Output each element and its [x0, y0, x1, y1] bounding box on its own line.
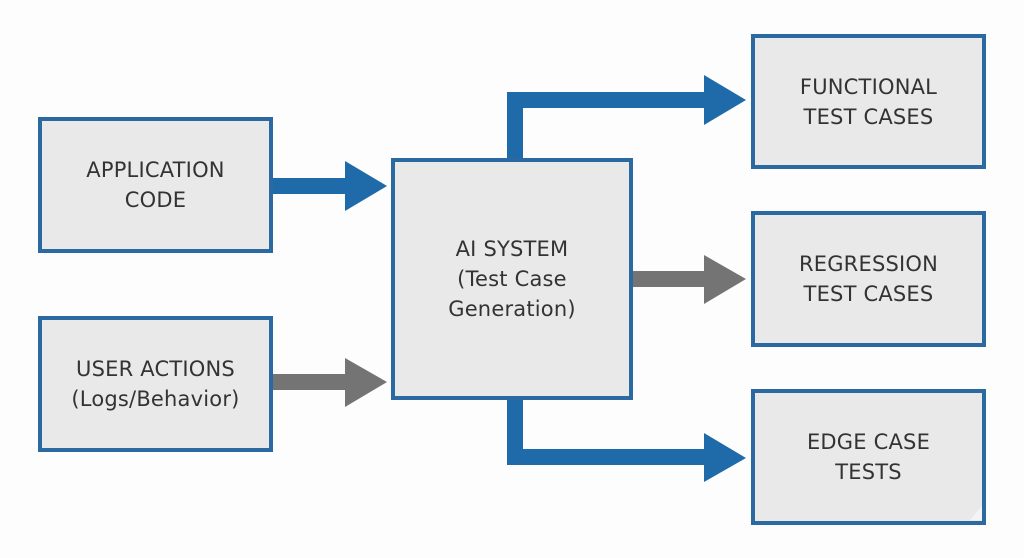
node-label-line: (Test Case — [457, 267, 567, 291]
node-label-line: (Logs/Behavior) — [71, 387, 240, 411]
node-functional-test-cases: FUNCTIONAL TEST CASES — [751, 34, 986, 169]
node-regression-test-cases: REGRESSION TEST CASES — [751, 211, 986, 347]
arrow-ai-system-to-edge-case — [507, 399, 746, 482]
node-label-line: CODE — [124, 188, 187, 212]
node-label-line: AI SYSTEM — [455, 237, 569, 261]
node-application-code: APPLICATION CODE — [38, 117, 273, 253]
node-ai-system: AI SYSTEM (Test Case Generation) — [391, 158, 633, 400]
arrow-head — [704, 75, 746, 125]
arrow-head — [704, 255, 746, 304]
node-label-line: APPLICATION — [86, 158, 225, 182]
node-label-line: EDGE CASE — [806, 430, 931, 454]
node-label-line: USER ACTIONS — [76, 357, 235, 381]
node-label-line: TEST CASES — [803, 282, 934, 306]
node-edge-case-tests: EDGE CASE TESTS — [751, 389, 986, 525]
arrow-shaft — [633, 271, 707, 287]
arrow-application-code-to-ai-system — [273, 161, 387, 211]
node-label-line: FUNCTIONAL — [799, 74, 938, 99]
arrow-user-actions-to-ai-system — [273, 358, 387, 407]
arrow-head — [345, 358, 387, 407]
arrow-shaft — [273, 178, 348, 194]
node-label-line: TESTS — [835, 460, 902, 484]
node-user-actions: USER ACTIONS (Logs/Behavior) — [38, 316, 273, 452]
node-label-line: REGRESSION — [798, 252, 939, 276]
arrow-head — [704, 433, 746, 482]
arrow-ai-system-to-functional — [507, 75, 746, 159]
watermark-corner-icon — [970, 506, 982, 520]
arrow-shaft-horizontal — [507, 449, 707, 465]
arrow-shaft — [273, 374, 348, 390]
node-label-line: TEST CASES — [803, 104, 934, 129]
arrow-shaft-vertical — [507, 399, 523, 465]
arrow-ai-system-to-regression — [633, 255, 746, 304]
arrow-shaft-vertical — [507, 92, 523, 159]
node-label-line: Generation) — [448, 297, 576, 321]
arrow-head — [345, 161, 387, 211]
arrow-shaft-horizontal — [507, 92, 707, 108]
